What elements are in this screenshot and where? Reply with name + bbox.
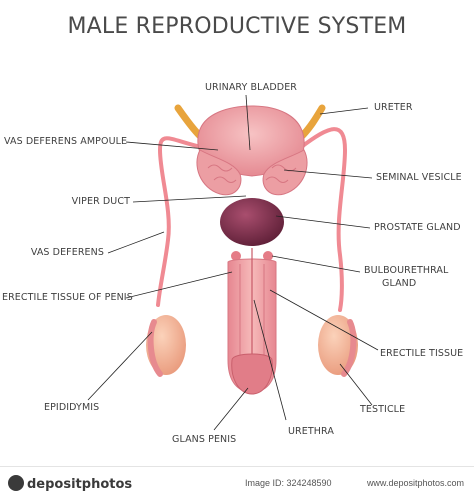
- leader-urinary-bladder: [245, 94, 251, 151]
- label-urinary-bladder: URINARY BLADDER: [204, 82, 298, 93]
- anatomy-illustration: [87, 94, 379, 431]
- label-erectile-tissue: ERECTILE TISSUE: [380, 348, 464, 359]
- label-prostate-gland: PROSTATE GLAND: [374, 222, 461, 233]
- watermark-brand-text: depositphotos: [27, 477, 133, 492]
- leader-glans-penis: [213, 387, 249, 431]
- leader-erectile-tissue-of-penis: [125, 271, 233, 299]
- watermark-brand: depositphotos: [8, 475, 132, 492]
- label-testicle: TESTICLE: [360, 404, 406, 415]
- watermark-url: www.depositphotos.com: [366, 478, 464, 488]
- ureter-right: [298, 104, 326, 140]
- label-bulbourethral-line2: GLAND: [382, 278, 417, 289]
- leader-epididymis: [87, 331, 153, 401]
- seminal-vesicle-left: [196, 149, 242, 196]
- leader-urethra: [253, 299, 287, 421]
- leader-prostate-gland: [275, 215, 371, 229]
- label-viper-duct: VIPER DUCT: [71, 196, 130, 207]
- prostate-gland-shape: [220, 198, 284, 246]
- label-epididymis: EPIDIDYMIS: [44, 402, 100, 413]
- leader-viper-duct: [132, 195, 247, 203]
- leader-vas-deferens: [107, 231, 165, 254]
- label-glans-penis: GLANS PENIS: [172, 434, 237, 445]
- bulbourethral-gland-left: [231, 251, 241, 261]
- leader-vas-deferens-ampoule: [125, 141, 219, 151]
- vas-deferens-right-tube: [298, 127, 348, 312]
- bulbourethral-gland-right: [263, 251, 273, 261]
- watermark-image-id: Image ID: 324248590: [245, 478, 332, 488]
- label-vas-deferens-ampoule: VAS DEFERENS AMPOULE: [4, 136, 128, 147]
- leader-testicle: [339, 363, 373, 406]
- label-ureter: URETER: [374, 102, 413, 113]
- depositphotos-logo-icon: [8, 475, 24, 491]
- ureter-left: [174, 104, 204, 140]
- leader-ureter: [319, 107, 369, 115]
- diagram-title: MALE REPRODUCTIVE SYSTEM: [67, 14, 407, 39]
- leader-seminal-vesicle: [283, 169, 373, 179]
- leader-bulbourethral-gland: [271, 255, 361, 273]
- glans-penis-shape: [231, 353, 273, 395]
- label-erectile-tissue-of-penis: ERECTILE TISSUE OF PENIS: [2, 292, 133, 303]
- vas-deferens-left-tube: [156, 136, 207, 307]
- label-vas-deferens: VAS DEFERENS: [30, 247, 104, 258]
- leader-erectile-tissue: [269, 289, 379, 351]
- label-bulbourethral-line1: BULBOURETHRAL: [364, 265, 449, 276]
- label-seminal-vesicle: SEMINAL VESICLE: [376, 172, 462, 183]
- epididymis-right: [341, 319, 357, 377]
- label-urethra: URETHRA: [288, 426, 334, 437]
- seminal-vesicle-right: [262, 149, 308, 196]
- watermark-footer: depositphotos Image ID: 324248590 www.de…: [0, 466, 474, 501]
- epididymis-left: [147, 319, 163, 377]
